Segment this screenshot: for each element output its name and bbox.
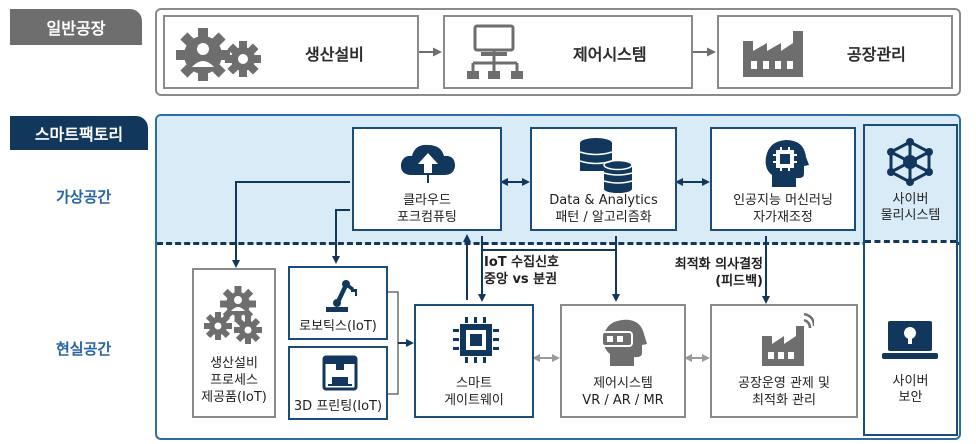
operation-line1: 공장운영 관제 및	[738, 376, 830, 391]
production-line3: 제공품(IoT)	[201, 390, 267, 405]
control-system-box: 제어시스템 VR / AR / MR	[560, 304, 686, 418]
robotics-box: 로보틱스(IoT)	[288, 266, 388, 340]
data-analytics-box: Data & Analytics 패턴 / 알고리즘화	[530, 127, 677, 231]
ai-machine-learning-box: 인공지능 머신러닝 자가재조정	[710, 127, 856, 231]
factory-operation-box: 공장운영 관제 및 최적화 관리	[710, 304, 858, 418]
opt-note-line2: (피드백)	[715, 274, 763, 289]
general-factory-tab-label: 일반공장	[46, 19, 106, 38]
gateway-line2: 게이트웨이	[444, 393, 504, 408]
cloud-computing-line1: 클라우드	[403, 193, 451, 208]
3d-printer-icon	[322, 355, 358, 391]
virtual-real-divider	[157, 242, 959, 245]
production-line1: 생산설비	[210, 356, 258, 371]
iot-signal-note: IoT 수집신호 중앙 vs 분권	[484, 254, 564, 288]
smart-gateway-box: 스마트 게이트웨이	[414, 304, 534, 418]
general-step-management: 공장관리	[717, 15, 953, 89]
vr-headset-icon	[601, 319, 647, 366]
general-step-control: 제어시스템	[443, 15, 693, 89]
general-step-production: 생산설비	[163, 15, 419, 89]
network-hub-icon	[887, 138, 933, 186]
security-label-line2: 보안	[898, 390, 923, 405]
production-line2: 프로세스	[210, 373, 258, 388]
gears-icon	[204, 286, 262, 344]
factory-icon	[743, 31, 803, 77]
control-system-line1: 제어시스템	[593, 376, 653, 391]
general-step-label: 생산설비	[305, 45, 364, 64]
robot-arm-icon	[326, 280, 357, 312]
smart-factory-icon	[762, 312, 814, 366]
general-factory-tab: 일반공장	[10, 9, 142, 45]
control-system-line2: VR / AR / MR	[582, 393, 664, 408]
optimization-note: 최적화 의사결정 (피드백)	[657, 256, 763, 290]
ai-machine-learning-line1: 인공지능 머신러닝	[733, 193, 833, 208]
gateway-line1: 스마트	[456, 376, 492, 391]
database-icon	[579, 138, 633, 193]
cloud-upload-icon	[400, 144, 455, 183]
computer-network-icon	[467, 24, 523, 79]
general-step-label: 제어시스템	[573, 45, 647, 64]
general-step-label: 공장관리	[847, 45, 906, 64]
iot-note-line2: 중앙 vs 분권	[484, 272, 558, 287]
gears-icon	[176, 28, 261, 81]
data-analytics-line1: Data & Analytics	[549, 193, 658, 208]
data-analytics-line2: 패턴 / 알고리즘화	[555, 210, 652, 225]
robotics-label: 로보틱스(IoT)	[299, 319, 377, 334]
virtual-space-label: 가상공간	[56, 188, 112, 206]
ai-machine-learning-line2: 자가재조정	[753, 210, 813, 225]
cps-label-line1: 사이버	[892, 192, 929, 207]
opt-note-line1: 최적화 의사결정	[674, 257, 763, 272]
chip-icon	[453, 317, 499, 363]
production-facility-box: 생산설비 프로세스 제공품(IoT)	[192, 268, 276, 418]
cps-label-line2: 물리시스템	[880, 208, 941, 223]
smart-factory-tab-label: 스마트팩토리	[34, 125, 124, 144]
iot-note-line1: IoT 수집신호	[484, 255, 560, 270]
cloud-computing-box: 클라우드 포크컴퓨팅	[352, 127, 502, 231]
smart-factory-tab: 스마트팩토리	[10, 116, 148, 150]
operation-line2: 최적화 관리	[752, 393, 816, 408]
cloud-computing-line2: 포크컴퓨팅	[397, 210, 457, 225]
laptop-lock-icon	[882, 321, 938, 359]
ai-head-icon	[765, 140, 809, 187]
3d-printing-box: 3D 프린팅(IoT)	[288, 346, 388, 420]
security-label-line1: 사이버	[892, 374, 929, 389]
real-space-label: 현실공간	[56, 340, 112, 358]
right-column-divider	[865, 240, 956, 243]
3d-printing-label: 3D 프린팅(IoT)	[293, 399, 383, 414]
